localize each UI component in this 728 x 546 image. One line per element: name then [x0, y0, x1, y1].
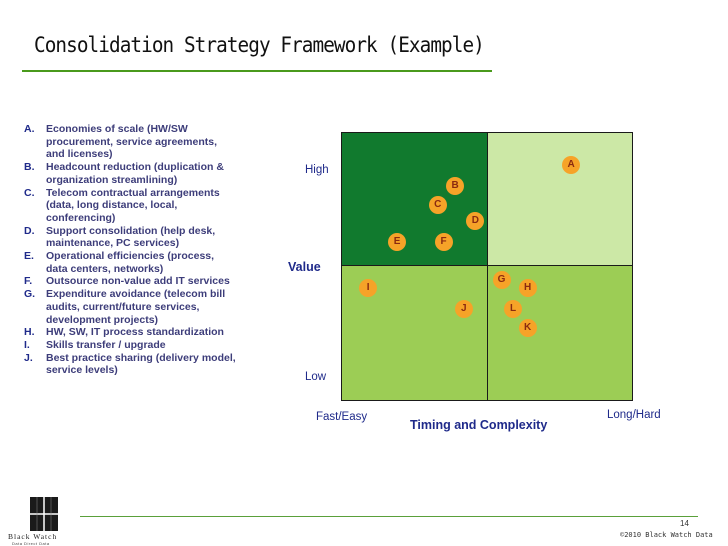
list-item-letter: I.: [24, 338, 30, 351]
list-item: H. HW, SW, IT process standardization: [21, 326, 236, 339]
y-axis-title: Value: [288, 260, 321, 274]
matrix-marker-d: D: [466, 212, 485, 231]
x-axis-title: Timing and Complexity: [410, 418, 548, 432]
list-item-text: Expenditure avoidance (telecom bill audi…: [46, 288, 226, 326]
footer-rule: [80, 516, 698, 517]
list-item-text: Operational efficiencies (process, data …: [46, 250, 215, 275]
list-item-letter: H.: [24, 326, 35, 339]
quadrant-top-right: [488, 133, 632, 266]
list-item-text: Skills transfer / upgrade: [46, 338, 166, 351]
list-item: J. Best practice sharing (delivery model,…: [21, 352, 236, 377]
list-item: B. Headcount reduction (duplication & org…: [21, 161, 236, 186]
page-title: Consolidation Strategy Framework (Exampl…: [34, 33, 485, 57]
list-item-text: HW, SW, IT process standardization: [46, 326, 224, 339]
list-item: G. Expenditure avoidance (telecom bill au…: [21, 288, 236, 326]
title-underline: [22, 70, 492, 72]
list-item-text: Outsource non-value add IT services: [46, 275, 230, 288]
list-item-letter: A.: [24, 123, 35, 135]
list-item-letter: C.: [24, 186, 35, 199]
list-item-text: Support consolidation (help desk, mainte…: [46, 224, 216, 250]
list-item-text: Headcount reduction (duplication & organ…: [46, 161, 224, 186]
matrix-marker-k: K: [518, 318, 537, 337]
logo-name: Black Watch: [8, 532, 58, 541]
list-item-letter: J.: [24, 351, 33, 364]
matrix-marker-l: L: [504, 300, 523, 319]
list-item: A. Economies of scale (HW/SW procurement,…: [21, 123, 236, 161]
list-item: D. Support consolidation (help desk, main…: [21, 225, 236, 250]
list-item: C. Telecom contractual arrangements (data…: [21, 187, 236, 225]
y-axis-low-label: Low: [305, 371, 327, 383]
list-item: I. Skills transfer / upgrade: [21, 339, 236, 352]
list-item-letter: D.: [24, 224, 35, 237]
matrix-marker-a: A: [562, 156, 581, 175]
matrix-marker-h: H: [518, 278, 537, 297]
matrix-marker-b: B: [446, 177, 465, 196]
matrix-marker-c: C: [428, 196, 447, 215]
list-item-letter: B.: [24, 161, 35, 174]
y-axis-high-label: High: [305, 164, 329, 176]
copyright-notice: ©2010 Black Watch Data: [620, 531, 713, 539]
x-axis-left-label: Fast/Easy: [316, 411, 368, 423]
page-number: 14: [680, 519, 689, 528]
x-axis-right-label: Long/Hard: [607, 409, 661, 421]
list-item: F. Outsource non-value add IT services: [21, 275, 236, 288]
quadrant-top-left: [342, 133, 488, 266]
black-watch-logo: [8, 497, 80, 546]
logo-tagline: Data Direct Data: [12, 541, 50, 546]
matrix-marker-g: G: [492, 270, 511, 289]
matrix-marker-j: J: [454, 300, 473, 319]
list-item: E. Operational efficiencies (process, dat…: [21, 250, 236, 275]
list-item-text: Telecom contractual arrangements (data, …: [46, 186, 220, 224]
list-item-text: Best practice sharing (delivery model, s…: [46, 351, 236, 377]
strategy-list: A. Economies of scale (HW/SW procurement,…: [21, 123, 236, 377]
list-item-letter: F.: [24, 275, 33, 288]
list-item-letter: E.: [24, 250, 34, 263]
quadrant-bottom-right: [488, 266, 632, 400]
list-item-letter: G.: [24, 288, 36, 301]
matrix-marker-f: F: [434, 233, 453, 252]
list-item-text: Economies of scale (HW/SW procurement, s…: [46, 123, 217, 161]
matrix-marker-e: E: [388, 233, 407, 252]
matrix-marker-i: I: [359, 278, 378, 297]
